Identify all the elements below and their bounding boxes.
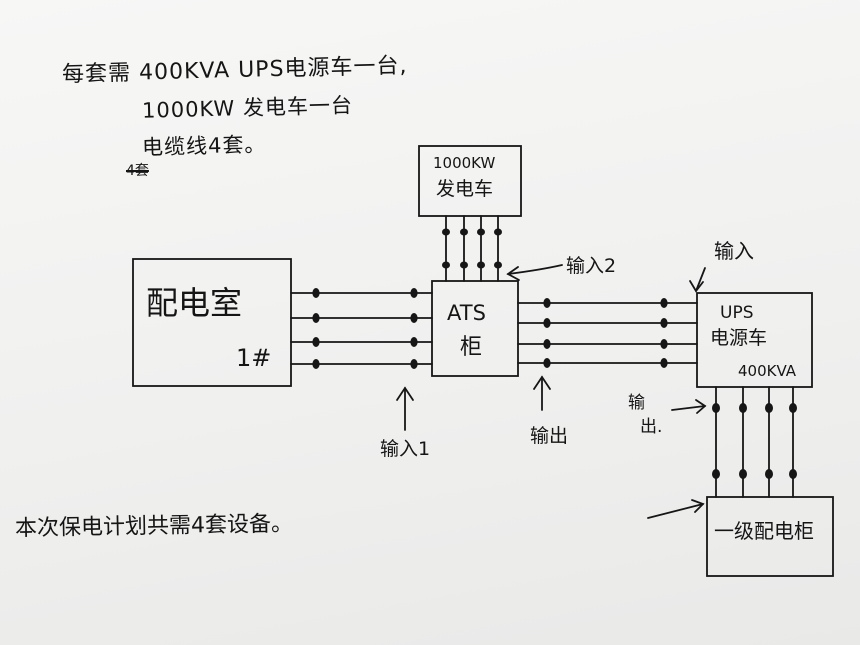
ups-subtitle: 电源车 (710, 327, 767, 349)
generator-box (418, 145, 522, 217)
ups-box (696, 292, 813, 388)
input-1-label: 输入1 (380, 438, 430, 460)
ups-title: UPS (720, 303, 754, 323)
distribution-room-box (132, 258, 292, 387)
ats-subtitle: 柜 (460, 335, 482, 360)
generator-power: 1000KW (433, 154, 495, 172)
distribution-room-number: 1# (236, 344, 271, 372)
input-2-label: 输入2 (566, 255, 616, 277)
ats-box (431, 280, 519, 377)
ups-output-label-1: 输 (628, 393, 645, 413)
distribution-room-title: 配电室 (146, 284, 242, 322)
connector-dots (312, 228, 797, 479)
cabinet-box (706, 496, 834, 577)
ats-title: ATS (447, 301, 486, 325)
struck-note: 4套 (126, 163, 149, 179)
summary-note: 本次保电计划共需4套设备。 (14, 511, 294, 542)
ups-output-label-2: 出. (640, 417, 662, 437)
ups-capacity: 400KVA (738, 362, 797, 380)
generator-title: 发电车 (436, 178, 493, 200)
output-label: 输出 (530, 425, 568, 447)
cabinet-label: 一级配电柜 (714, 519, 814, 543)
ups-input-label: 输入 (714, 239, 754, 263)
